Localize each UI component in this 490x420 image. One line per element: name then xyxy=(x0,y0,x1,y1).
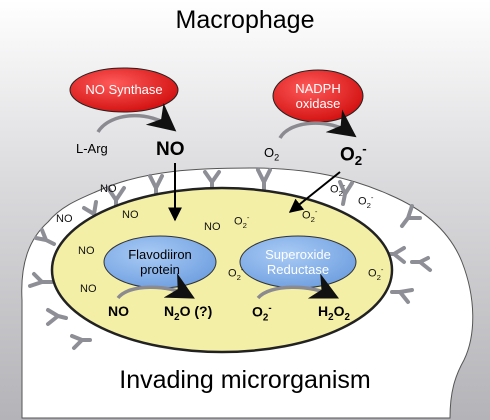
so-letter: O xyxy=(228,267,237,280)
microbe-o2-subscript: 2 xyxy=(262,312,269,324)
microbe-no-substrate: NO xyxy=(108,303,129,319)
reaction-arrows xyxy=(96,102,357,300)
scattered-no: NO xyxy=(100,183,117,195)
flavodiiron-line: Flavodiiron xyxy=(128,247,192,262)
scattered-no: NO xyxy=(122,209,139,221)
so-sub: 2 xyxy=(366,200,371,210)
so-sup: - xyxy=(314,207,318,216)
macrophage-title: Macrophage xyxy=(175,6,315,34)
so-sub: 2 xyxy=(236,272,241,282)
so-sup: - xyxy=(240,265,244,274)
o2-subscript: 2 xyxy=(274,152,280,163)
superoxide-product-label: O2- xyxy=(340,142,367,167)
so-sup: - xyxy=(380,265,384,274)
h2o2-subscript-1: 2 xyxy=(328,311,334,323)
scattered-superoxide: O2- xyxy=(368,266,383,282)
scattered-superoxide: O2- xyxy=(234,214,249,230)
microbe-o2-arrow xyxy=(256,273,340,300)
reductase-line: Reductase xyxy=(266,262,330,277)
scattered-superoxide: O2- xyxy=(228,266,243,282)
no-synthase-label: NO Synthase xyxy=(85,82,163,97)
superoxide-reductase-label: Superoxide Reductase xyxy=(246,247,350,277)
so-letter: O xyxy=(234,215,243,228)
host-no-arrow xyxy=(96,102,177,134)
scattered-superoxide: O2- xyxy=(358,194,373,210)
h2o2-product: H2O2 xyxy=(318,304,350,323)
nadph-line: NADPH xyxy=(295,81,341,96)
so-sup: - xyxy=(246,213,250,222)
o2-letter: O xyxy=(264,145,275,160)
superoxide-superscript: - xyxy=(362,141,367,156)
scattered-superoxide: O2- xyxy=(330,182,345,198)
n2o-rest: O (?) xyxy=(179,303,213,319)
scattered-no: NO xyxy=(56,213,73,225)
so-letter: O xyxy=(358,195,367,208)
microbe-o2-superscript: - xyxy=(268,303,272,314)
microbe-no-arrow xyxy=(116,272,195,300)
h2o2-h: H xyxy=(318,303,329,319)
oxidase-line: oxidase xyxy=(295,96,341,111)
superoxide-letter: O xyxy=(340,144,355,166)
so-sub: 2 xyxy=(338,188,343,198)
o2-substrate-label: O2 xyxy=(264,146,279,163)
h2o2-o: O xyxy=(333,303,345,319)
superoxide-entry-arrow xyxy=(288,171,341,213)
no-synthase-enzyme xyxy=(69,67,179,113)
h2o2-subscript-2: 2 xyxy=(344,311,350,323)
so-letter: O xyxy=(330,183,339,196)
so-letter: O xyxy=(368,267,377,280)
so-sup: - xyxy=(342,181,346,190)
superoxide-line: Superoxide xyxy=(265,247,331,262)
so-sub: 2 xyxy=(376,272,381,282)
scattered-superoxide: O2- xyxy=(302,208,317,224)
microbe-body xyxy=(50,186,394,354)
scattered-no: NO xyxy=(78,245,95,257)
so-sub: 2 xyxy=(310,214,315,224)
microbe-o2-letter: O xyxy=(252,303,263,320)
so-sub: 2 xyxy=(242,220,247,230)
so-letter: O xyxy=(302,209,311,222)
l-arg-label: L-Arg xyxy=(76,141,108,156)
n2o-n: N xyxy=(164,303,175,319)
so-sup: - xyxy=(370,193,374,202)
scattered-no: NO xyxy=(204,221,221,233)
no-product-label: NO xyxy=(156,139,185,160)
protein-line: protein xyxy=(140,262,180,277)
microbe-o2-substrate: O2- xyxy=(252,304,272,323)
flavodiiron-label: Flavodiiron protein xyxy=(110,247,210,277)
n2o-product: N2O (?) xyxy=(164,304,212,323)
microorganism-label: Invading microrganism xyxy=(119,366,371,394)
superoxide-subscript: 2 xyxy=(354,153,363,169)
nadph-oxidase-label: NADPH oxidase xyxy=(278,81,358,111)
n2o-subscript: 2 xyxy=(174,311,180,323)
host-o2-arrow xyxy=(278,109,357,140)
scattered-no: NO xyxy=(80,283,97,295)
